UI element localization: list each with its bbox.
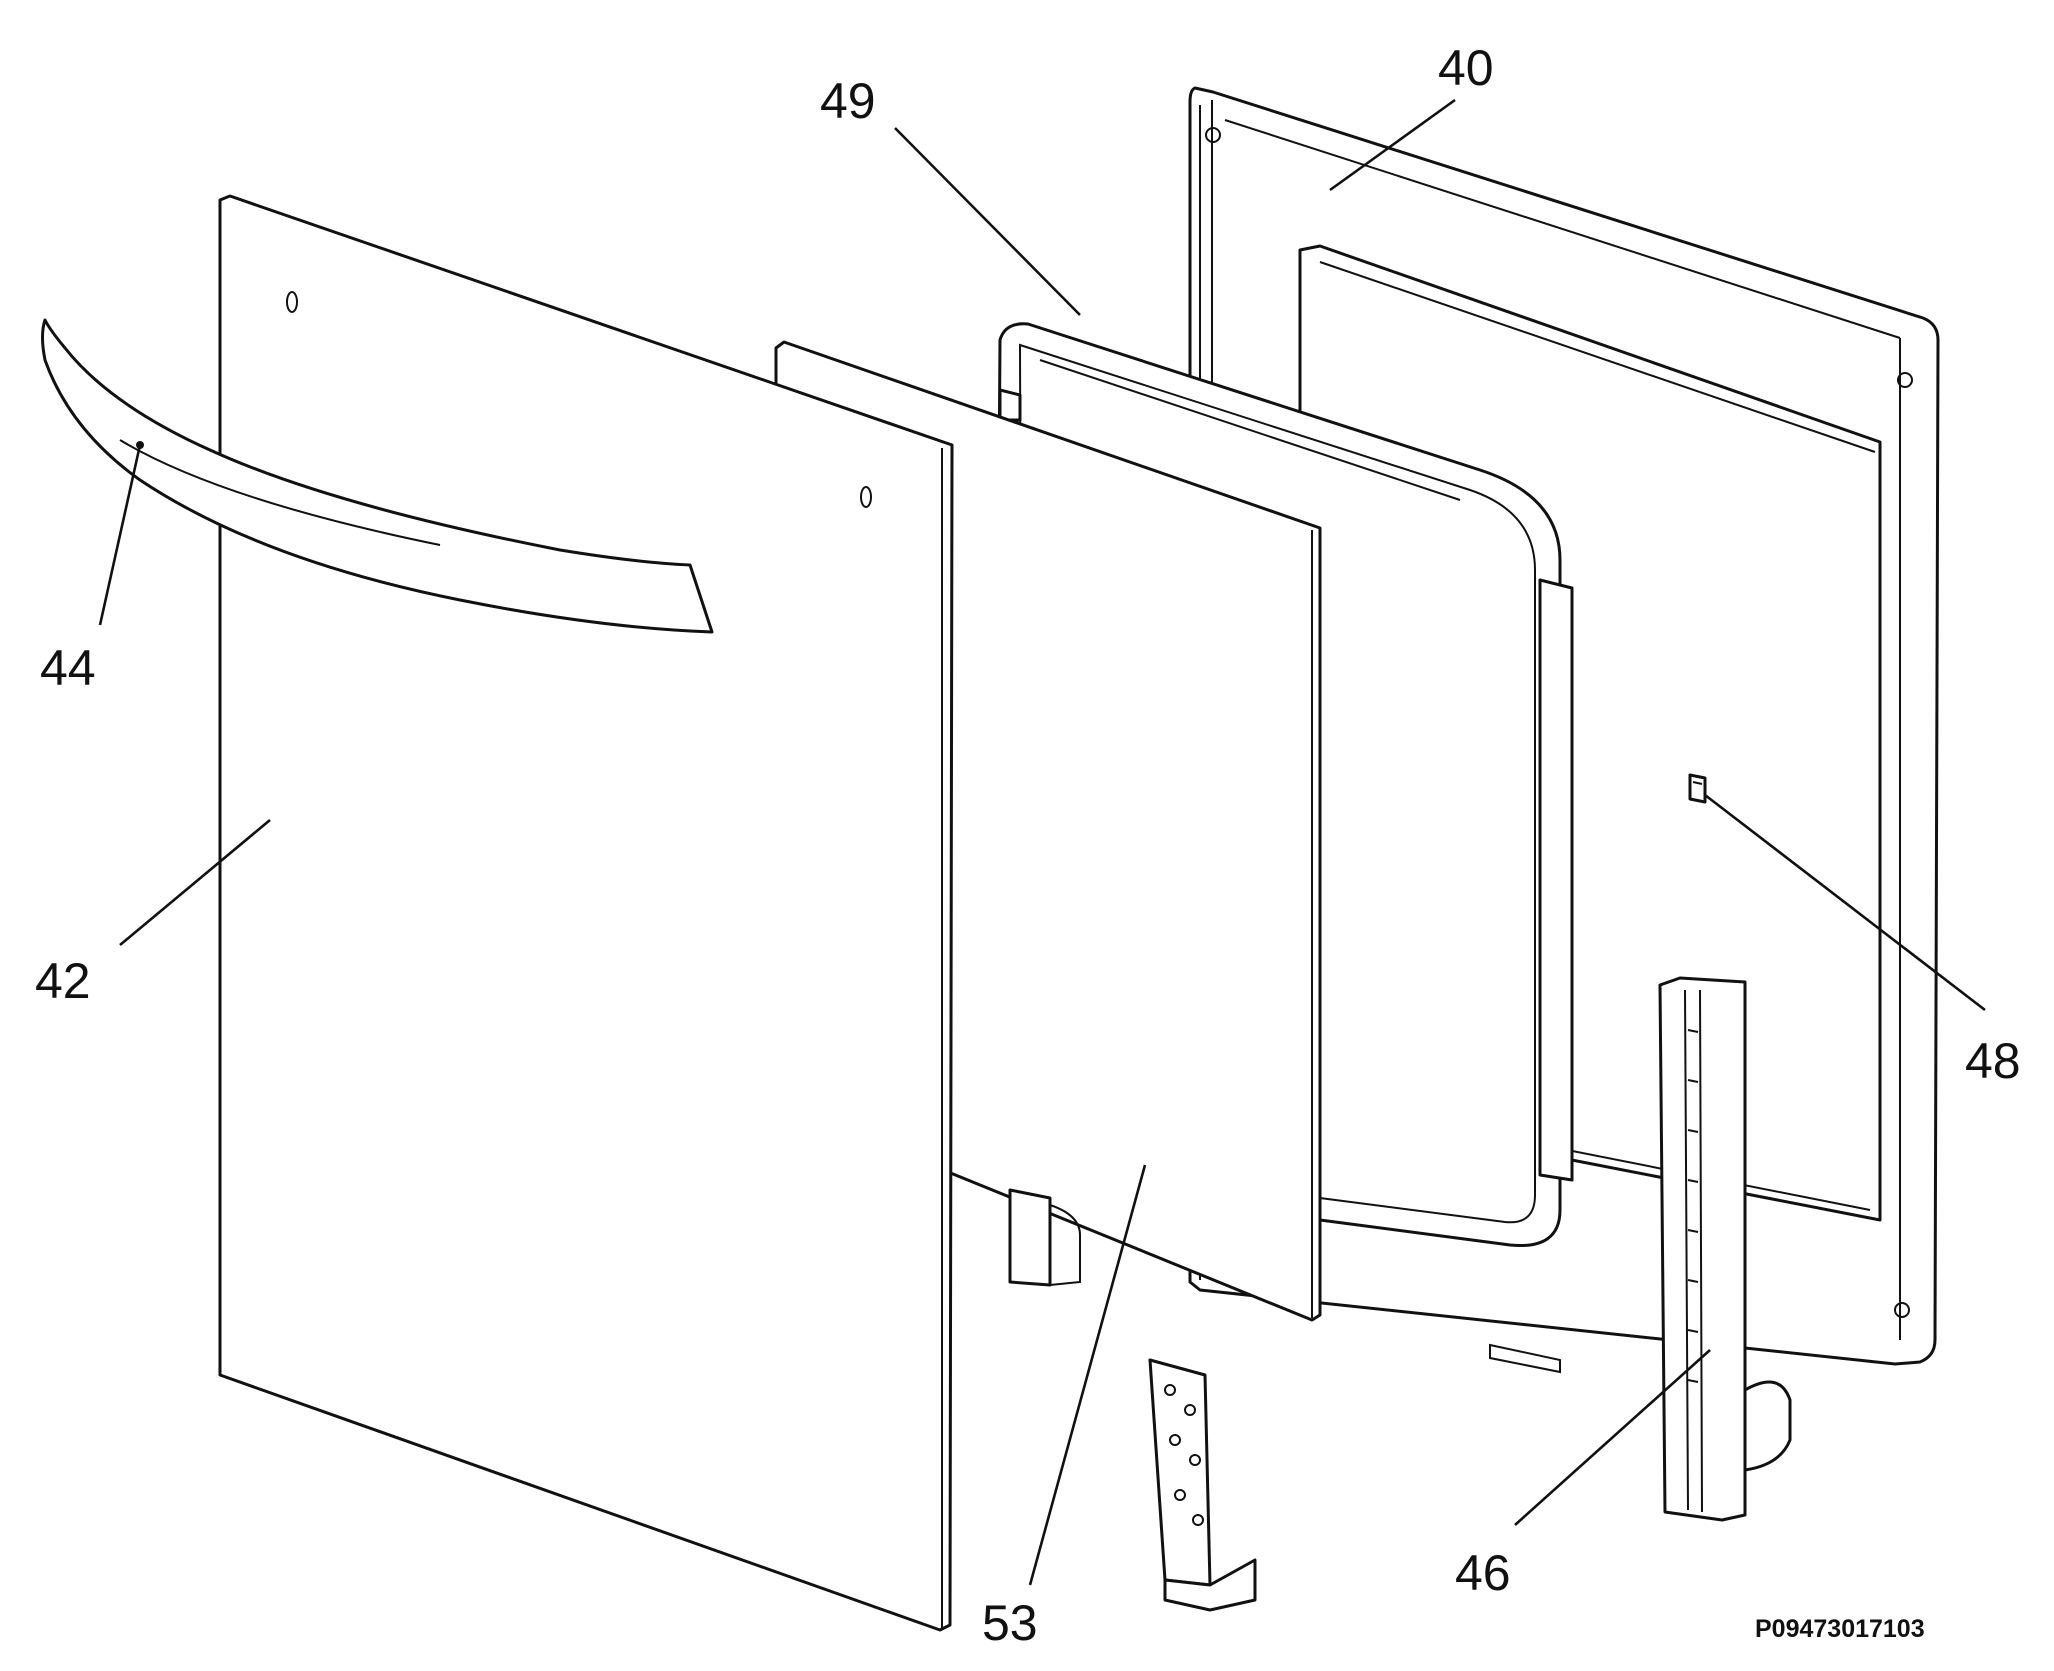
leader-48 — [1704, 793, 1986, 1012]
callout-44: 44 — [40, 640, 96, 696]
part-44-handle — [41, 318, 714, 634]
leader-44 — [98, 444, 142, 626]
part-48-clip — [1688, 773, 1707, 804]
leader-49 — [894, 127, 1081, 316]
callout-53: 53 — [982, 1595, 1038, 1651]
mounting-bracket — [1148, 1358, 1257, 1612]
leader-42 — [119, 819, 271, 946]
part-42-outer-panel — [218, 194, 954, 1632]
leader-53 — [1028, 1164, 1147, 1586]
leader-40 — [1329, 98, 1456, 192]
callout-40: 40 — [1438, 40, 1494, 96]
drawing-code: P09473017103 — [1755, 1615, 1925, 1643]
callout-42: 42 — [35, 953, 91, 1009]
leader-46 — [1514, 1349, 1711, 1526]
callout-49: 49 — [820, 73, 876, 129]
callout-46: 46 — [1455, 1545, 1511, 1601]
callout-48: 48 — [1965, 1033, 2021, 1089]
part-46-hinge — [1658, 976, 1792, 1522]
